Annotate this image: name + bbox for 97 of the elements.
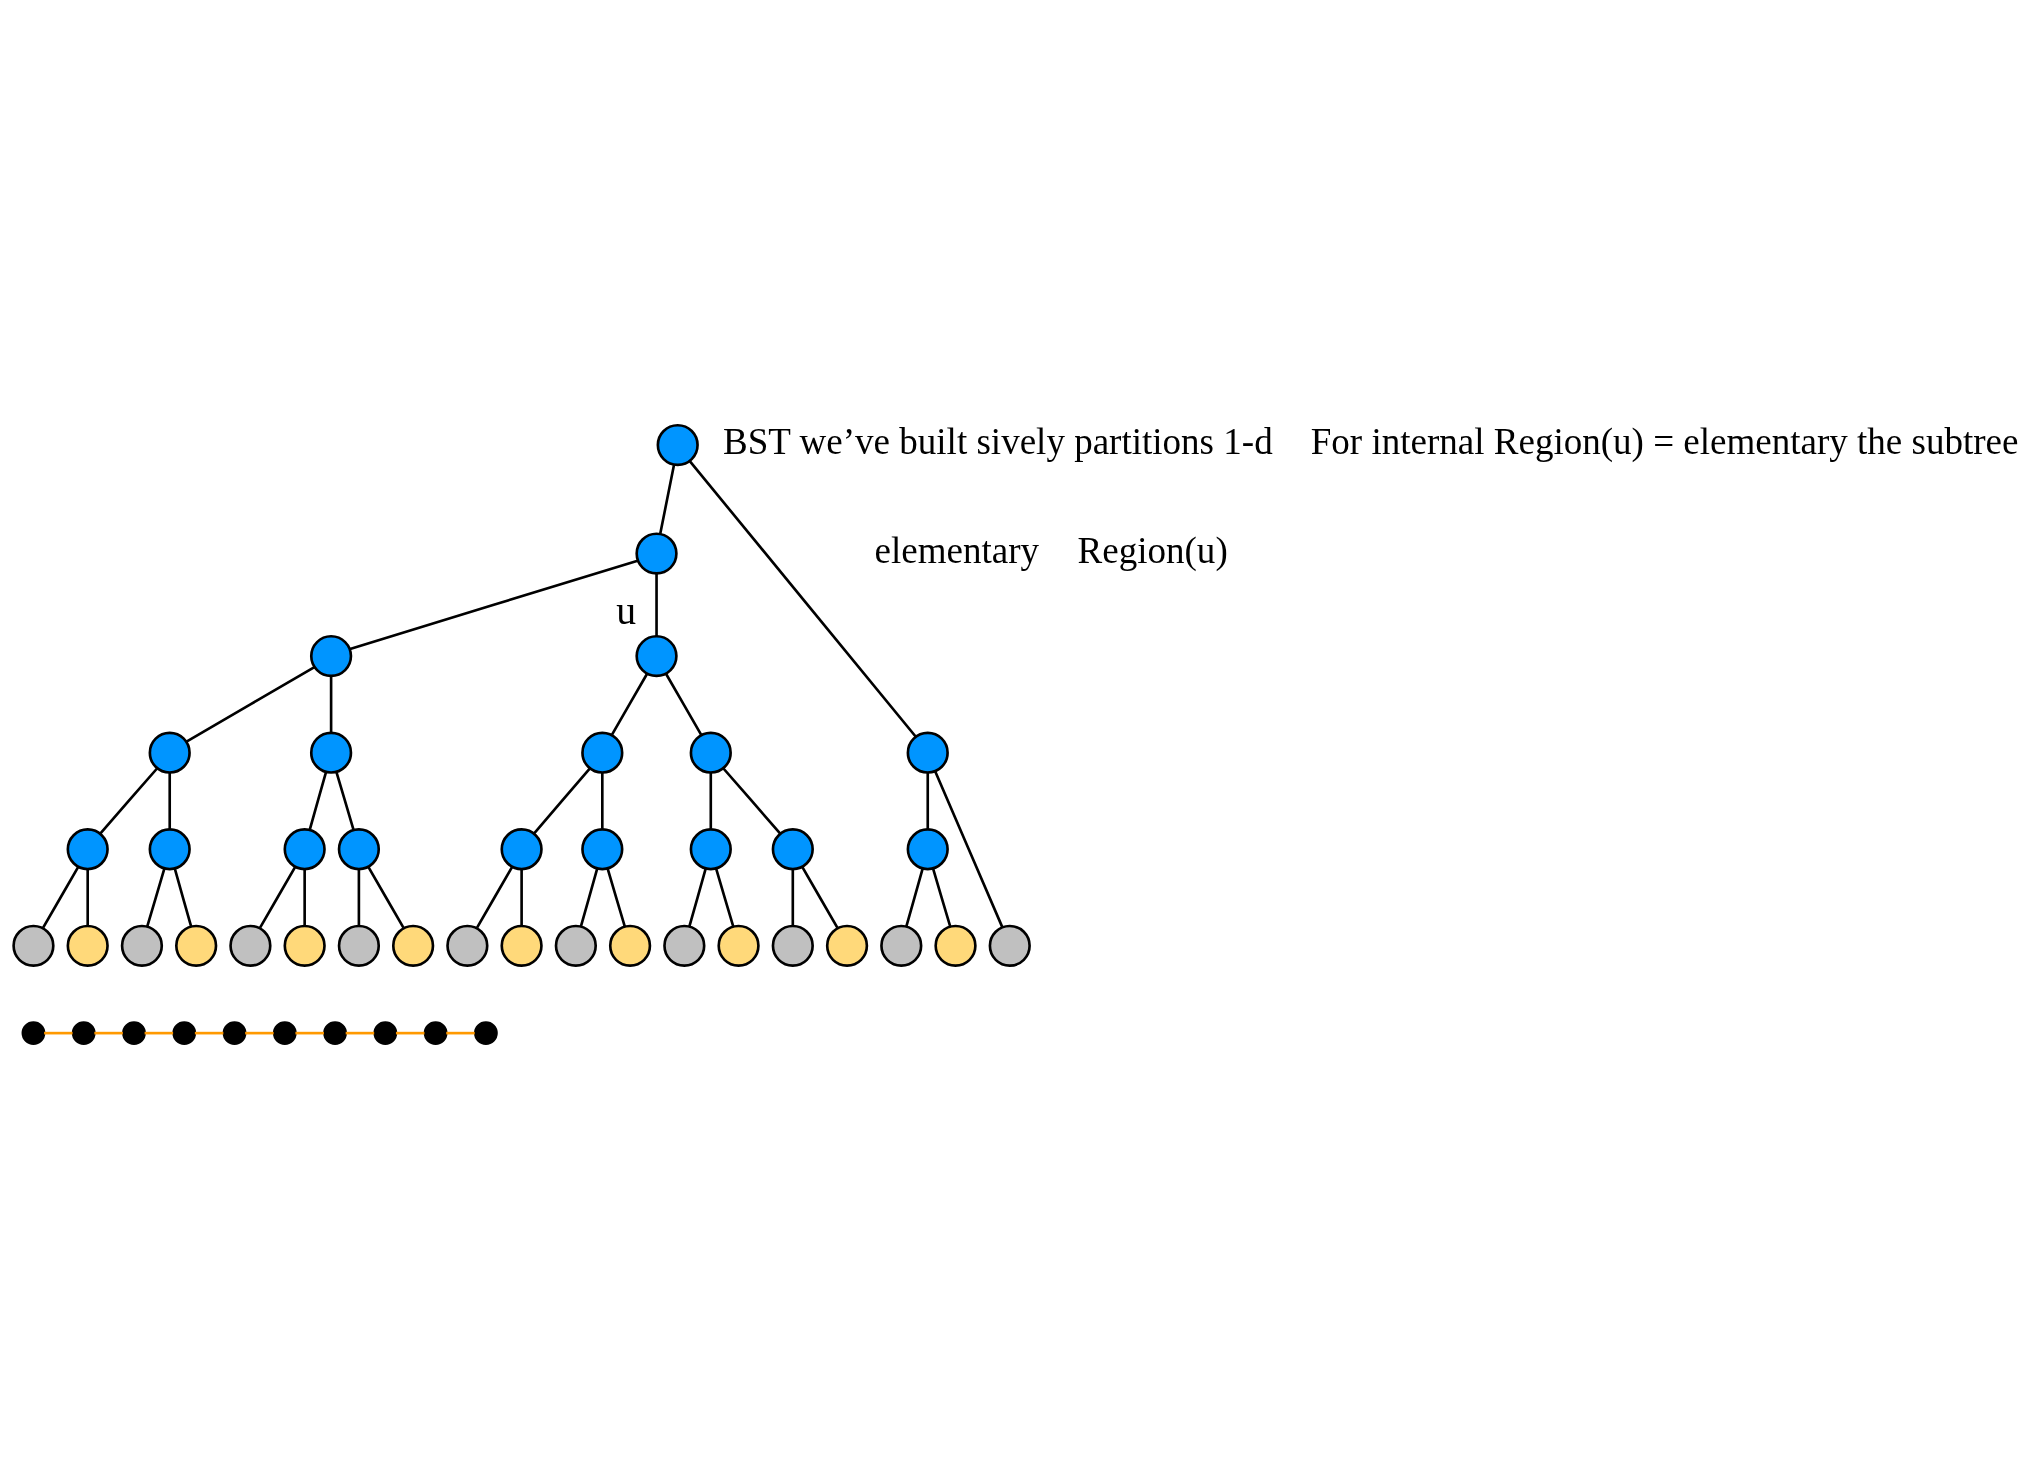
node-circle [689,828,732,871]
connector [194,1031,224,1035]
node-circle [663,924,706,967]
node-circle [222,1021,247,1046]
node-circle [717,924,760,967]
connector [664,673,703,736]
connector [258,866,297,929]
node-circle [229,924,272,967]
node-circle [12,924,55,967]
node-circle [337,828,381,871]
connector [395,1031,425,1035]
connector [533,767,591,834]
label: Region(u) [1077,529,1228,571]
connector [44,1031,73,1035]
connector [345,1031,375,1035]
node-circle [309,634,353,678]
connector [606,868,626,927]
connector [655,573,658,637]
node-circle [148,828,191,871]
connector [926,772,930,829]
connector [475,866,514,929]
node-circle [689,731,732,774]
node-circle [656,423,699,467]
node-circle [120,924,164,967]
node-circle [500,828,543,871]
node-circle [446,924,489,967]
connector [579,868,599,927]
node-circle [635,634,678,678]
connector [146,868,166,927]
node-circle [988,924,1031,967]
connector [722,767,782,835]
label: BST we’ve built sively partitions 1-d [723,421,1273,463]
node-circle [172,1021,197,1046]
connector [520,869,523,926]
connector [931,868,952,927]
connector [801,866,839,929]
connector [791,869,795,926]
connector [173,868,193,927]
node-circle [473,1021,498,1046]
node-circle [880,924,923,967]
connector [905,868,924,927]
node-circle [122,1021,146,1046]
connector [245,1031,274,1035]
node-circle [934,924,977,967]
node-circle [500,924,543,967]
node-circle [21,1021,46,1046]
connector [714,868,735,927]
label: elementary [874,529,1040,571]
node-circle [337,924,381,967]
connector [42,866,80,929]
node-circle [906,731,949,774]
connector [144,1031,174,1035]
connector [933,770,1004,928]
node-circle [175,924,218,967]
node-circle [581,731,624,774]
connector [367,866,405,929]
node-circle [309,731,353,774]
node-circle [635,532,678,575]
node-circle [71,1021,96,1046]
node-label: u [616,589,637,634]
node-circle [554,924,597,967]
node-circle [581,828,624,871]
connector [688,460,917,738]
node-circle [391,924,435,967]
node-circle [906,828,949,871]
connector [94,1031,123,1035]
node-circle [423,1021,448,1046]
connector [446,1031,475,1035]
connector [357,869,361,926]
label: For internal Region(u) = elementary the subtree [1310,421,2019,463]
node-circle [66,924,109,967]
node-circle [771,924,814,967]
connector [185,665,316,743]
node-circle [283,924,326,967]
node-circle [323,1021,347,1046]
node-circle [66,828,109,871]
node-circle [373,1021,398,1046]
node-circle [608,924,652,967]
connector [349,559,639,651]
connector [168,772,172,829]
connector [295,1031,324,1035]
node-circle [825,924,869,967]
node-circle [148,731,191,774]
connector [86,869,89,926]
connector [308,771,328,831]
connector [600,772,604,829]
connector [610,673,649,736]
connector [688,868,707,927]
node-circle [771,828,814,871]
connector [329,676,333,733]
node-circle [272,1021,297,1046]
node-circle [283,828,326,871]
connector [709,772,713,829]
connector [658,464,676,535]
connector [99,767,159,835]
connector [303,869,306,926]
connector [335,771,355,831]
